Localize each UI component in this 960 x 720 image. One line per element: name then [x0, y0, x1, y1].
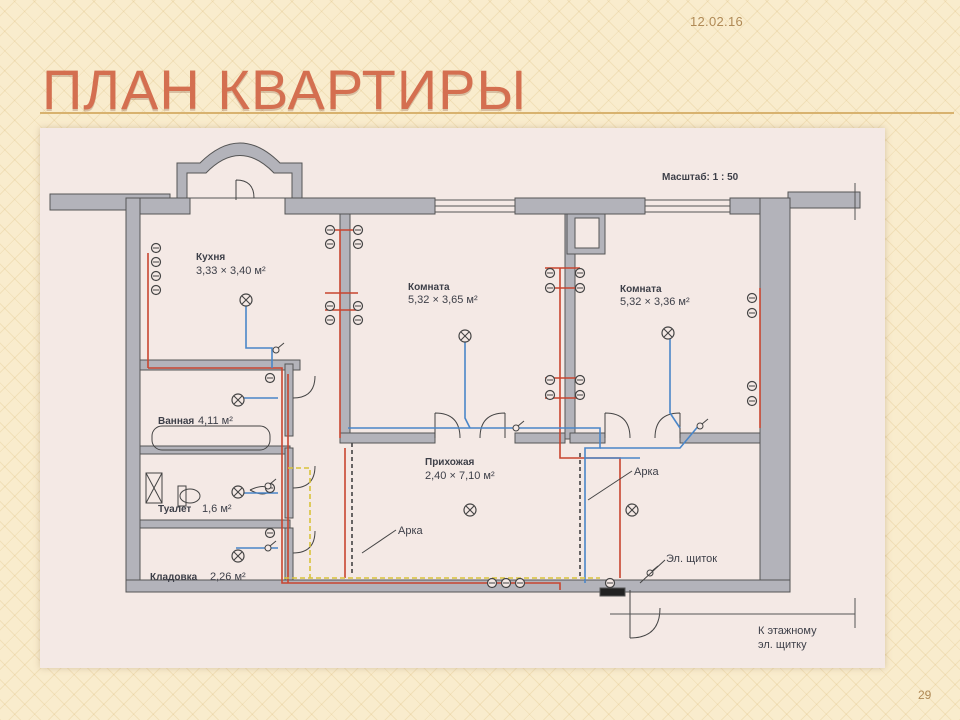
windows: [434, 199, 731, 213]
storage-name: Кладовка: [150, 572, 198, 583]
scale-label: Масштаб: 1 : 50: [662, 171, 739, 183]
toilet-size: 1,6 м²: [202, 503, 232, 515]
floor-plan-image: Масштаб: 1 : 50 Кухня 3,33 × 3,40 м² Ком…: [40, 128, 885, 668]
title-underline: [40, 112, 954, 114]
bath-size: 4,11 м²: [198, 415, 233, 427]
page-number: 29: [918, 688, 932, 702]
arch-left-label: Арка: [398, 525, 424, 537]
hall-size: 2,40 × 7,10 м²: [425, 470, 495, 482]
bath-name: Ванная: [158, 416, 194, 427]
floor-plan-drawing: Масштаб: 1 : 50 Кухня 3,33 × 3,40 м² Ком…: [49, 142, 861, 651]
balcony: [176, 142, 303, 200]
floor-panel-label-2: эл. щитку: [758, 639, 807, 651]
floor-panel-label-1: К этажному: [758, 625, 817, 637]
kitchen-size: 3,33 × 3,40 м²: [196, 265, 266, 277]
lighting-wiring: [236, 300, 701, 583]
power-wiring: [147, 229, 761, 590]
kitchen-name: Кухня: [196, 252, 225, 263]
signal-wiring: [284, 443, 600, 579]
light-switches: [264, 342, 709, 577]
arch-right-label: Арка: [634, 466, 660, 478]
storage-size: 2,26 м²: [210, 571, 246, 583]
socket-outlets: [150, 224, 758, 589]
doors: [292, 375, 856, 639]
slide-title: ПЛАН КВАРТИРЫ: [42, 58, 528, 121]
annotation-leaders: [361, 470, 666, 584]
ventilation-duct: [574, 217, 600, 249]
slide-date: 12.02.16: [690, 14, 744, 29]
toilet-name: Туалет: [158, 504, 191, 515]
room1-size: 5,32 × 3,65 м²: [408, 294, 478, 306]
room1-name: Комната: [408, 282, 450, 293]
panel-label: Эл. щиток: [666, 553, 717, 565]
room2-size: 5,32 × 3,36 м²: [620, 296, 690, 308]
walls: [125, 197, 791, 597]
room2-name: Комната: [620, 284, 662, 295]
hall-name: Прихожая: [425, 457, 475, 468]
plumbing-fixtures: [145, 425, 271, 507]
